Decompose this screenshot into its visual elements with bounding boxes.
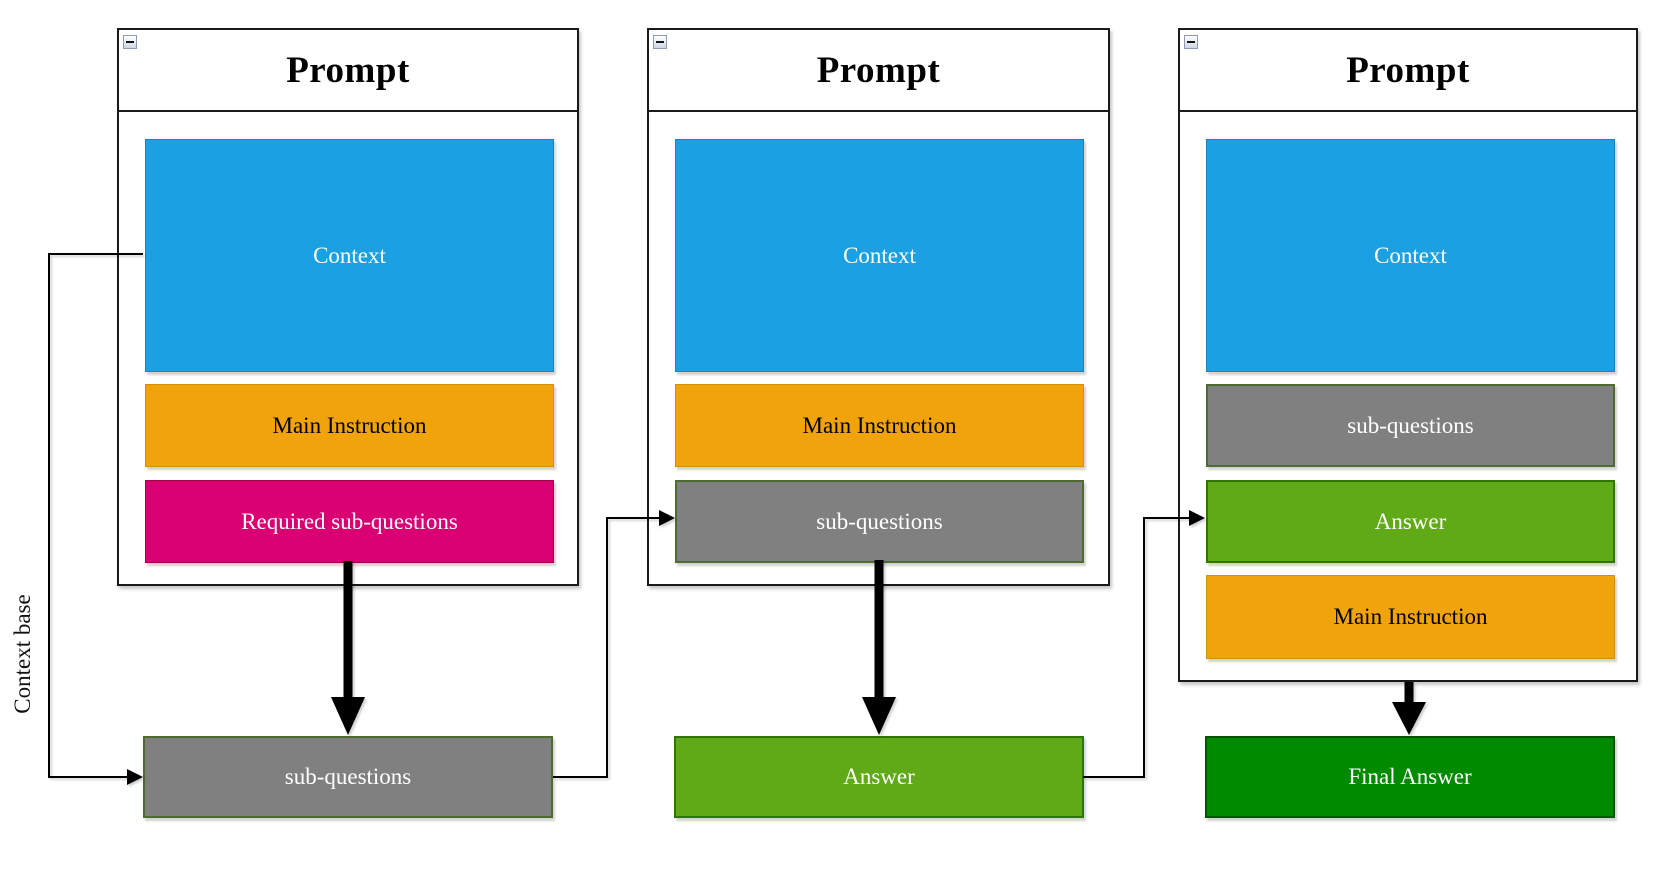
collapse-minus-icon[interactable] xyxy=(653,35,667,49)
minus-glyph xyxy=(1187,41,1195,43)
required-sub-questions-label: Required sub-questions xyxy=(241,508,458,534)
prompt-panel-3: Prompt Context sub-questions Answer Main… xyxy=(1178,28,1638,682)
panel-3-title: Prompt xyxy=(1346,49,1470,91)
sub-questions-block: sub-questions xyxy=(1206,384,1615,467)
final-answer-output-label: Final Answer xyxy=(1348,764,1472,789)
collapse-minus-icon[interactable] xyxy=(123,35,137,49)
answer-output-box: Answer xyxy=(674,736,1084,818)
sub-questions-label: sub-questions xyxy=(816,508,943,534)
sub-questions-label: sub-questions xyxy=(1347,412,1474,438)
context-base-label: Context base xyxy=(10,594,35,714)
main-instruction-label: Main Instruction xyxy=(272,412,427,438)
context-block: Context xyxy=(145,139,554,372)
sub-questions-output-label: sub-questions xyxy=(284,764,412,789)
final-answer-output-box: Final Answer xyxy=(1205,736,1615,818)
required-sub-questions-block: Required sub-questions xyxy=(145,480,554,563)
panel-2-title: Prompt xyxy=(816,49,941,91)
main-instruction-block: Main Instruction xyxy=(145,384,554,467)
collapse-minus-icon[interactable] xyxy=(1184,35,1198,49)
context-label: Context xyxy=(1374,242,1447,268)
panel-3-titlebar: Prompt xyxy=(1180,30,1636,112)
context-label: Context xyxy=(313,242,386,268)
arrow-panel2-to-answer xyxy=(862,560,896,735)
prompt-panel-2: Prompt Context Main Instruction sub-ques… xyxy=(647,28,1110,586)
sub-questions-output-box: sub-questions xyxy=(143,736,553,818)
sub-questions-block: sub-questions xyxy=(675,480,1084,563)
answer-block: Answer xyxy=(1206,480,1615,563)
prompt-panel-1: Prompt Context Main Instruction Required… xyxy=(117,28,579,586)
panel-2-titlebar: Prompt xyxy=(649,30,1108,112)
context-block: Context xyxy=(675,139,1084,372)
panel-1-titlebar: Prompt xyxy=(119,30,577,112)
answer-output-label: Answer xyxy=(843,764,915,789)
answer-label: Answer xyxy=(1374,508,1447,534)
main-instruction-block: Main Instruction xyxy=(675,384,1084,467)
context-label: Context xyxy=(843,242,916,268)
arrow-panel1-to-subquestions xyxy=(331,561,365,735)
main-instruction-label: Main Instruction xyxy=(802,412,957,438)
minus-glyph xyxy=(656,41,664,43)
context-block: Context xyxy=(1206,139,1615,372)
main-instruction-block: Main Instruction xyxy=(1206,575,1615,659)
main-instruction-label: Main Instruction xyxy=(1333,604,1488,629)
arrow-panel3-to-final-answer xyxy=(1392,682,1426,735)
panel-1-title: Prompt xyxy=(286,49,410,91)
minus-glyph xyxy=(126,41,134,43)
